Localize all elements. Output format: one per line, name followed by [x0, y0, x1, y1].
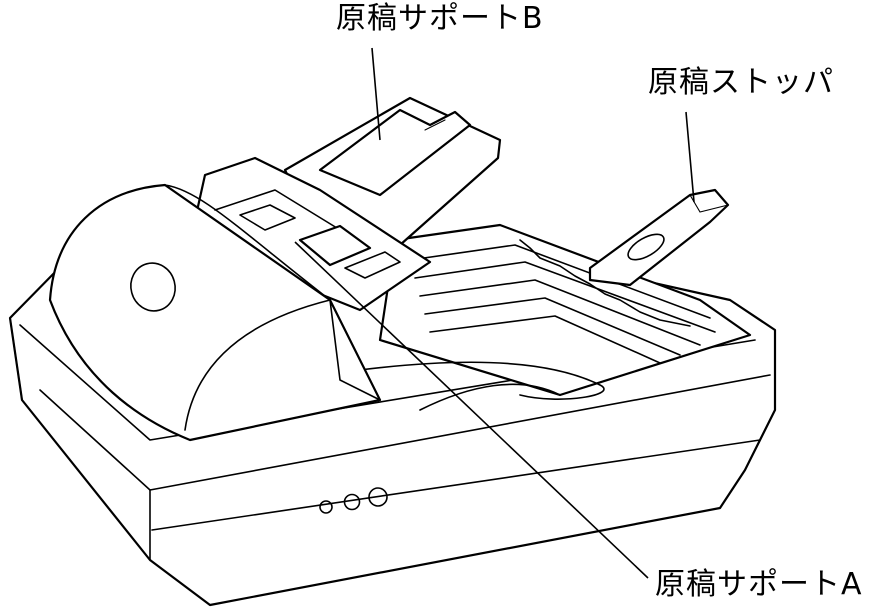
document-support-a [193, 156, 432, 312]
cover-release-button [130, 262, 176, 312]
leader-lines [294, 47, 695, 579]
label-document-support-b: 原稿サポートB [336, 1, 544, 36]
indicator-light-1 [319, 500, 333, 514]
adf-cover [48, 183, 382, 442]
label-document-stopper: 原稿ストッパ [648, 65, 834, 100]
leader-support-b [371, 47, 381, 141]
indicator-light-2 [343, 493, 361, 511]
front-buttons [319, 487, 388, 514]
document-stopper [588, 188, 730, 287]
leader-stopper [685, 111, 695, 203]
indicator-light-3 [368, 487, 388, 507]
leader-support-a [294, 241, 649, 579]
label-document-support-a: 原稿サポートA [655, 567, 863, 602]
output-tray [359, 223, 752, 411]
